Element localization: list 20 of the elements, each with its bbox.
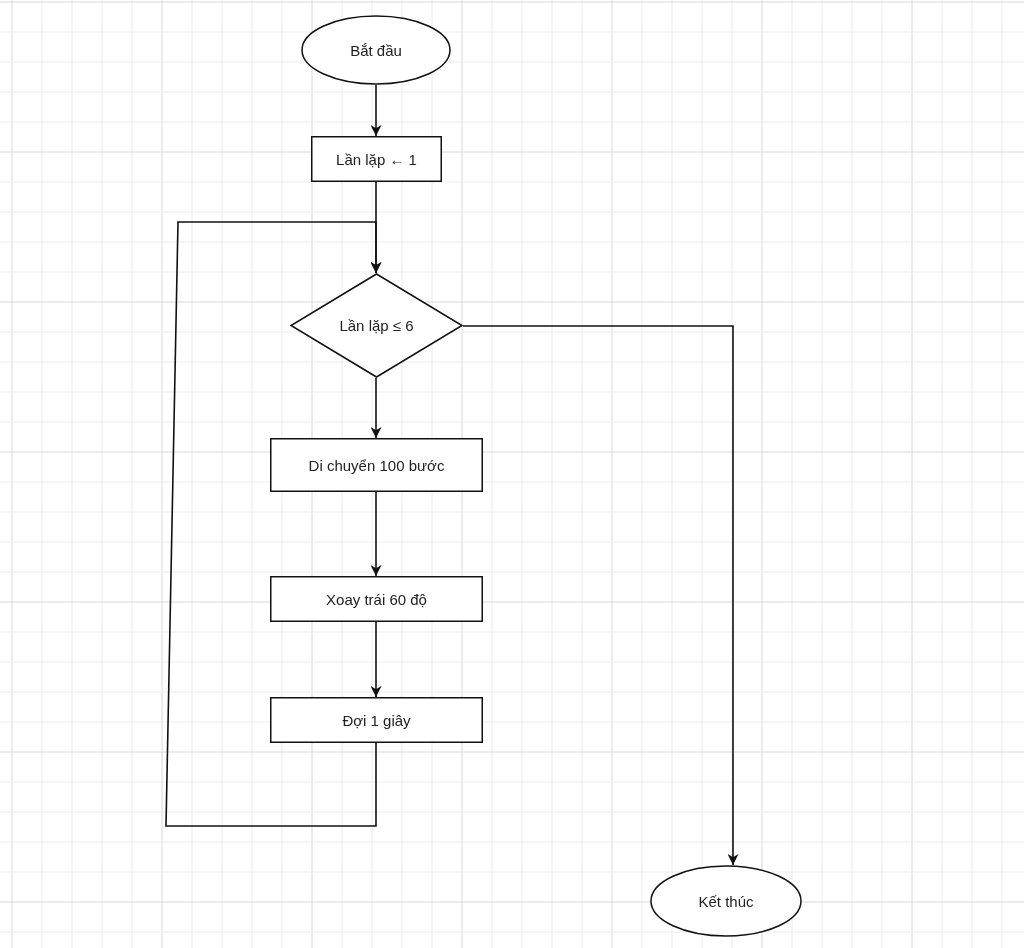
arrow (370, 621, 382, 698)
arrow (165, 221, 382, 827)
terminal-ellipse (650, 865, 802, 937)
node-label: Bắt đầu (350, 41, 402, 59)
node-label: Lần lặp ≤ 6 (339, 317, 414, 334)
process-box (270, 438, 483, 492)
decision-diamond (290, 273, 463, 378)
process-box (311, 136, 442, 182)
node-label: Lần lặp ← 1 (336, 150, 417, 168)
arrow (370, 377, 382, 439)
arrow (462, 325, 739, 866)
node-label: Kết thúc (698, 892, 754, 910)
node-label: Đợi 1 giây (342, 711, 411, 729)
node-label: Xoay trái 60 độ (326, 590, 427, 608)
process-box (270, 576, 483, 622)
arrow (370, 84, 382, 137)
arrow (370, 491, 382, 577)
terminal-ellipse (301, 15, 451, 85)
process-box (270, 697, 483, 743)
node-label: Di chuyển 100 bước (308, 456, 445, 474)
